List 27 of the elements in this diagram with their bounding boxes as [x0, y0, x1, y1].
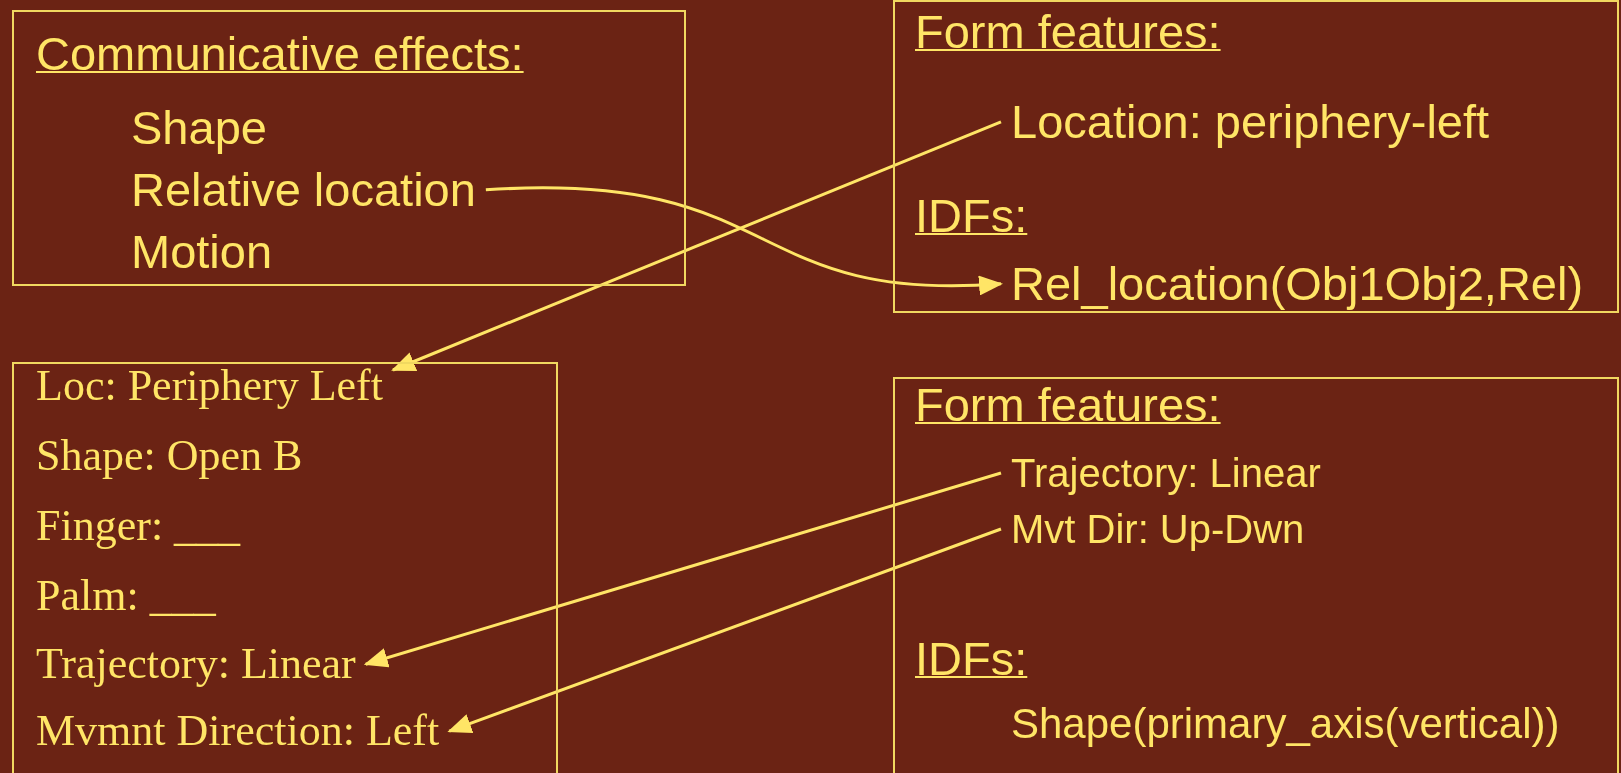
feature-text: Loc: Periphery Left: [36, 362, 383, 411]
feature-text: Rel_location(Obj1Obj2,Rel): [1011, 258, 1584, 310]
feature-text: Shape: Open B: [36, 432, 303, 481]
feature-text: Trajectory: Linear: [36, 640, 356, 689]
feature-text: Palm: ___: [36, 572, 216, 621]
section-heading: IDFs:: [915, 190, 1028, 242]
feature-text: Finger: ___: [36, 502, 241, 551]
text-panel: [12, 10, 686, 286]
text-panel: [893, 0, 1619, 313]
section-heading: IDFs:: [915, 633, 1028, 685]
text-panel: [893, 377, 1619, 773]
feature-text: Mvmnt Direction: Left: [36, 707, 440, 756]
arrow: [363, 471, 1002, 668]
section-heading: Form features:: [915, 6, 1221, 58]
feature-text: Motion: [131, 226, 273, 278]
arrow: [447, 527, 1002, 733]
feature-text: Mvt Dir: Up-Dwn: [1011, 507, 1305, 551]
feature-text: Relative location: [131, 164, 476, 216]
arrow: [485, 186, 1003, 295]
section-heading: Form features:: [915, 379, 1221, 431]
feature-text: Shape(primary_axis(vertical)): [1011, 701, 1560, 748]
arrow: [391, 120, 1002, 372]
text-panel: [12, 362, 558, 773]
feature-text: Location: periphery-left: [1011, 96, 1490, 148]
feature-text: Shape: [131, 102, 267, 154]
section-heading: Communicative effects:: [36, 28, 524, 80]
feature-text: Trajectory: Linear: [1011, 451, 1321, 495]
